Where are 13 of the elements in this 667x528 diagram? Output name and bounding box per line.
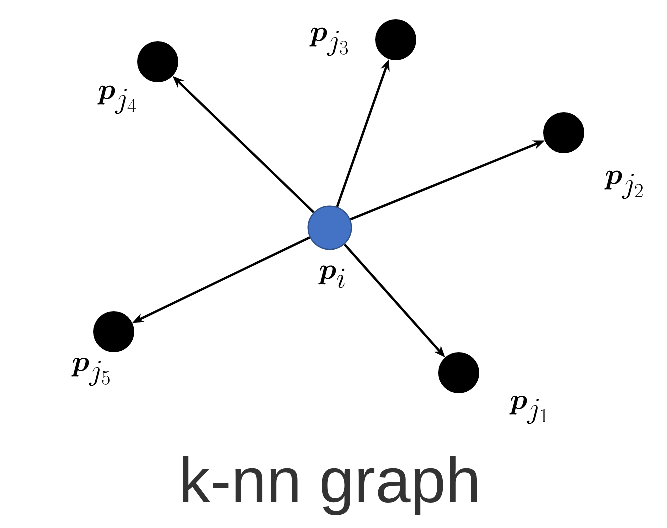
caption: k-nn graph xyxy=(183,456,478,516)
point-label: $\boldsymbol{p}_{j_3}$ xyxy=(310,28,348,56)
point-dot xyxy=(308,206,352,250)
point-dot xyxy=(544,112,584,154)
point-label: $\boldsymbol{p}_{j_2}$ xyxy=(604,170,643,200)
point-dot xyxy=(94,312,134,352)
point-label: $\boldsymbol{p}_{j_1}$ xyxy=(510,396,548,424)
point-label: $\boldsymbol{p}_{j_4}$ xyxy=(98,86,136,114)
point-label: $\boldsymbol{p}_{j_5}$ xyxy=(72,358,110,386)
point-label: $\boldsymbol{p}_{i}$ xyxy=(318,266,345,288)
point-dot xyxy=(138,42,178,82)
point-dot xyxy=(376,20,416,60)
point-dot xyxy=(438,352,480,394)
